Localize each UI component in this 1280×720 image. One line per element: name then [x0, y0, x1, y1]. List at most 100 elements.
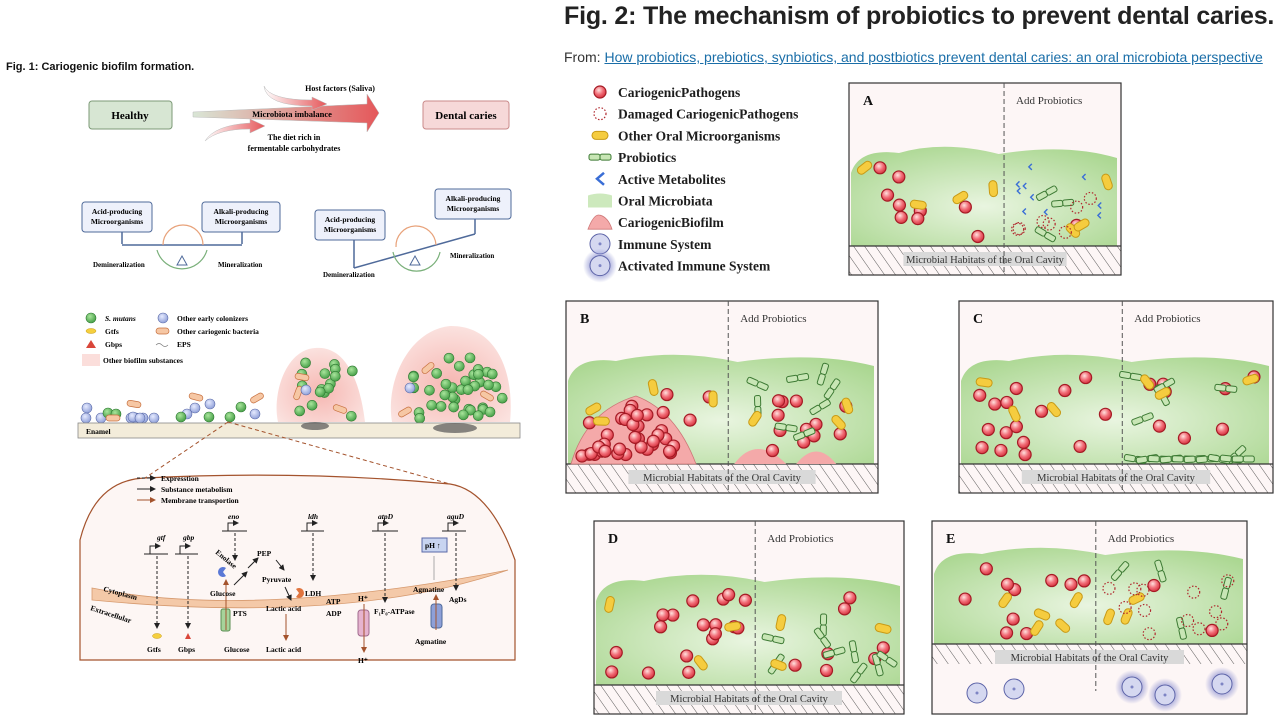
damaged-pathogen [1128, 582, 1142, 596]
habitat-bar [656, 691, 842, 705]
other-cariogenic [188, 392, 204, 402]
s-mutans [496, 392, 508, 404]
other-microorganism [1154, 387, 1171, 400]
other-microorganism [1046, 402, 1062, 418]
damaged-pathogen [1058, 225, 1072, 239]
source-link[interactable]: How probiotics, prebiotics, synbiotics, … [604, 49, 1263, 65]
other-biofilm-icon [82, 354, 100, 366]
gbp-label: gbp [182, 533, 195, 542]
gene-gbp: gbp [175, 533, 198, 629]
gbps-out-label: Gbps [178, 645, 195, 654]
probiotic [746, 376, 769, 391]
s-mutans [424, 385, 435, 396]
s-mutans [330, 370, 341, 382]
s-mutans [484, 406, 496, 418]
demin-label-1: Demineralization [93, 261, 145, 269]
probiotic [848, 640, 860, 664]
pts-label: PTS [233, 609, 247, 618]
legend-expression: Expresstion [161, 474, 200, 483]
add-probiotics-label: Add Probiotics [1134, 313, 1200, 325]
active-metabolite [1021, 208, 1027, 216]
panel-letter: D [608, 532, 618, 547]
other-microorganism [874, 623, 892, 634]
early-colonizer [300, 384, 312, 396]
habitat-label: Microbial Habitats of the Oral Cavity [643, 473, 802, 484]
cariogenic-pathogen [788, 658, 802, 672]
legend-metabolism: Substance metabolism [161, 485, 233, 494]
cariogenic-pathogen [1064, 577, 1078, 591]
early-colonizer [189, 402, 201, 414]
gene-gtf: gtf [144, 533, 168, 629]
cariogenic-pathogen [605, 665, 619, 679]
glucose-in-label: Glucose [210, 589, 236, 598]
probiotic [1153, 377, 1176, 394]
other-microorganism [724, 621, 742, 632]
add-probiotics-label: Add Probiotics [1016, 95, 1082, 107]
habitat-label: Microbial Habitats of the Oral Cavity [670, 694, 829, 705]
cariogenic-pathogen [1016, 435, 1031, 450]
other-biofilm-label: Other biofilm substances [103, 356, 183, 365]
other-microorganism [909, 199, 927, 210]
habitat-bar [1021, 470, 1211, 484]
cariogenic-pathogen [1079, 370, 1093, 385]
cariogenic-pathogen [1006, 612, 1020, 626]
legend-label: Active Metabolites [618, 172, 726, 187]
early-colonizer [249, 408, 261, 420]
caries-box [422, 100, 510, 130]
damaged-pathogen [1042, 217, 1056, 231]
cell-outline [79, 474, 516, 661]
s-mutans [448, 401, 460, 413]
demin-label-2: Demineralization [323, 271, 375, 279]
cariogenic-pathogen [1009, 420, 1023, 434]
s-mutans [235, 401, 247, 413]
smutans-label: S. mutans [105, 314, 136, 323]
cariogenic-pathogen [1147, 578, 1161, 593]
min-label-2: Mineralization [450, 252, 494, 260]
cariogenic-pathogen [646, 434, 660, 448]
cariogenic-pathogen [612, 442, 627, 456]
adp-label: ADP [326, 609, 342, 618]
s-mutans [443, 352, 455, 364]
habitat-label: Microbial Habitats of the Oral Cavity [1011, 653, 1170, 664]
probiotic [761, 633, 785, 645]
ldh-enzyme-label: LDH [305, 589, 321, 598]
other-microorganism [604, 596, 615, 613]
s-mutans [440, 378, 452, 390]
s-mutans [426, 399, 437, 411]
probiotic [822, 646, 846, 659]
diet-label-2: fermentable carbohydrates [248, 144, 341, 153]
cariogenic-pathogen [641, 666, 656, 680]
other-microorganism [1120, 608, 1133, 625]
atpase-label: F₁F₀-ATPase [374, 607, 415, 616]
other-microorganism [770, 659, 787, 671]
s-mutans [487, 368, 498, 380]
caries-label: Dental caries [435, 110, 497, 122]
cariogenic-pathogen [609, 645, 623, 660]
active-metabolite [1015, 180, 1020, 188]
cariogenic-pathogen [628, 430, 642, 444]
add-probiotics-label: Add Probiotics [767, 533, 833, 545]
cariogenic-pathogen [1077, 574, 1091, 588]
cariogenic-pathogen [971, 229, 985, 244]
acid-label-1: Acid-producing [92, 207, 143, 216]
other-microorganism [693, 655, 708, 671]
min-label-1: Mineralization [218, 261, 262, 269]
s-mutans [294, 405, 306, 417]
other-cariogenic [332, 404, 348, 414]
enamel-label: Enamel [86, 427, 111, 436]
cariogenic-pathogen [979, 562, 993, 576]
cariogenic-pathogen [880, 188, 895, 202]
other-microorganism [841, 397, 854, 415]
other-cariogenic-icon [155, 327, 170, 335]
habitat-bar [903, 252, 1067, 266]
healthy-box [88, 100, 173, 130]
diet-arrow [204, 118, 266, 142]
enamel-bar [77, 422, 521, 439]
probiotic [816, 362, 830, 386]
other-microorganism [591, 130, 609, 140]
probiotic [1176, 616, 1187, 640]
balance-caries: Acid-producing Microorganisms Alkali-pro… [314, 188, 512, 279]
other-microorganism [1073, 218, 1090, 232]
